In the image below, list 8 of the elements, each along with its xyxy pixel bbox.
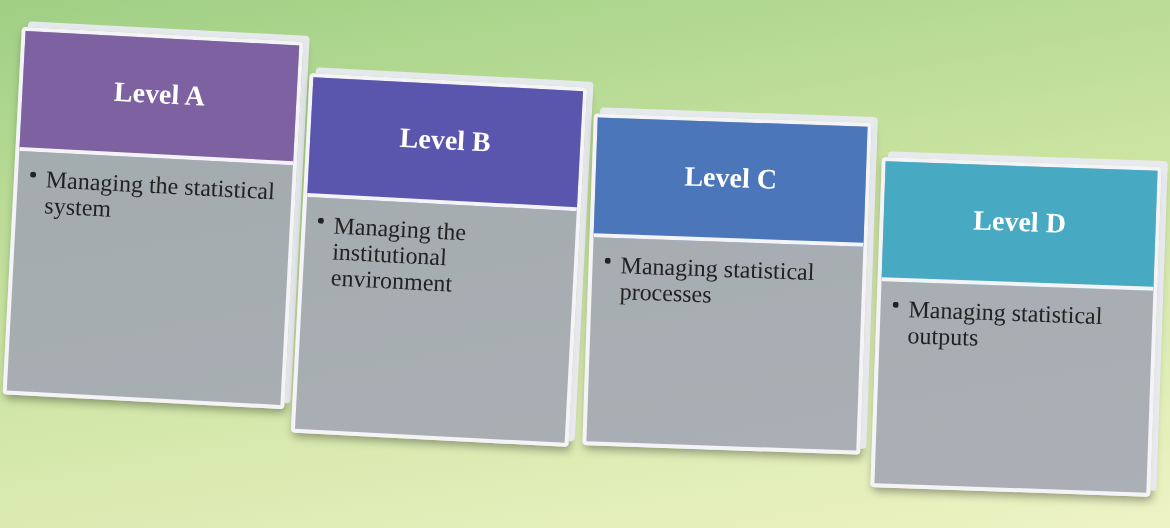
level-header: Level D [881, 161, 1158, 291]
level-header: Level B [307, 77, 584, 212]
bullet-text: Managing statistical processes [619, 252, 816, 310]
level-header: Level C [593, 117, 868, 247]
bullet-text: Managing the statistical system [43, 166, 277, 224]
level-header: Level A [19, 31, 300, 166]
bullet-text: Managing the institutional environment [330, 212, 468, 299]
bullet-text: Managing statistical outputs [907, 296, 1104, 353]
